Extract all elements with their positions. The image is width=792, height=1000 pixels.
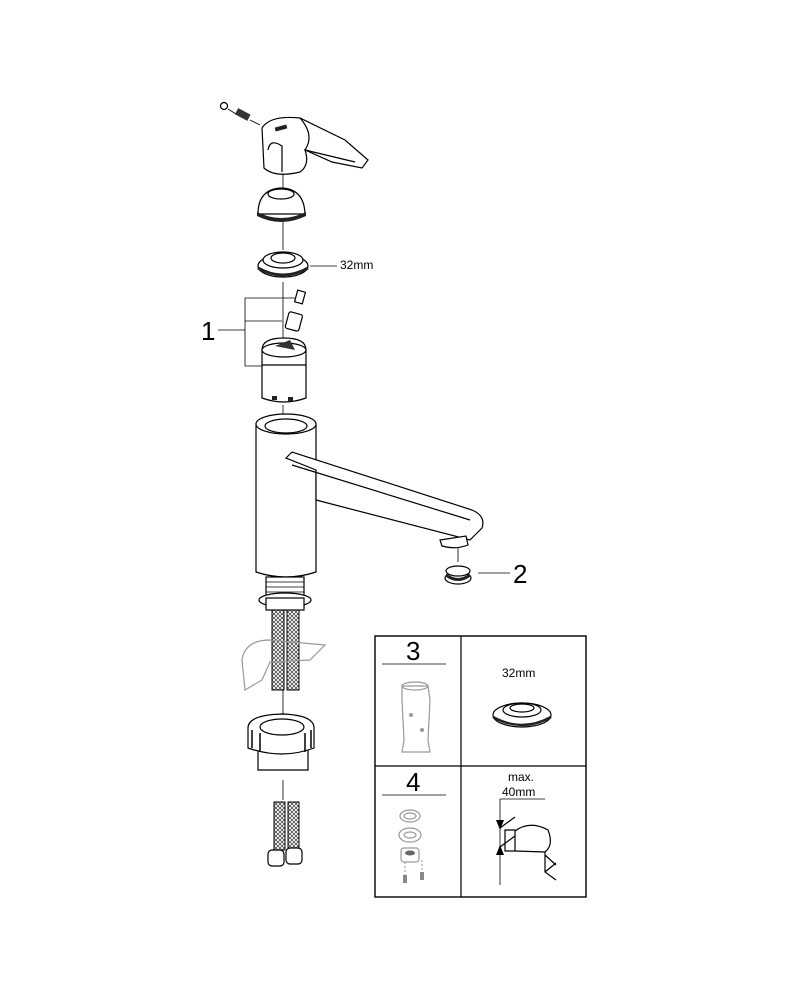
part-1-bracket xyxy=(218,297,295,367)
inset-nut-size-label: 32mm xyxy=(502,666,536,680)
cover-cap xyxy=(257,187,306,222)
part-2-label: 2 xyxy=(513,559,528,589)
part-4-label: 4 xyxy=(406,767,421,797)
aerator xyxy=(444,565,510,585)
faucet-body xyxy=(255,413,484,578)
supply-hoses-lower xyxy=(267,801,303,867)
max-thickness-label: 40mm xyxy=(502,785,536,799)
cartridge xyxy=(261,289,307,403)
cartridge-tool-icon xyxy=(401,681,431,753)
washers-and-plate-icon xyxy=(398,809,424,883)
hex-nut xyxy=(257,251,337,278)
max-label: max. xyxy=(508,770,535,784)
countertop-thickness-icon xyxy=(496,798,557,885)
inset-nut-icon xyxy=(492,702,552,728)
threaded-shank xyxy=(258,576,312,611)
part-3-label: 3 xyxy=(406,636,421,666)
lever-handle xyxy=(261,116,369,175)
assembly-axis xyxy=(282,172,459,800)
inset-box xyxy=(374,635,587,898)
part-1-label: 1 xyxy=(201,316,216,346)
grub-screw xyxy=(219,101,261,126)
nut-size-label: 32mm xyxy=(340,258,374,272)
supply-hoses-upper xyxy=(241,609,327,691)
mounting-nut xyxy=(247,713,315,771)
